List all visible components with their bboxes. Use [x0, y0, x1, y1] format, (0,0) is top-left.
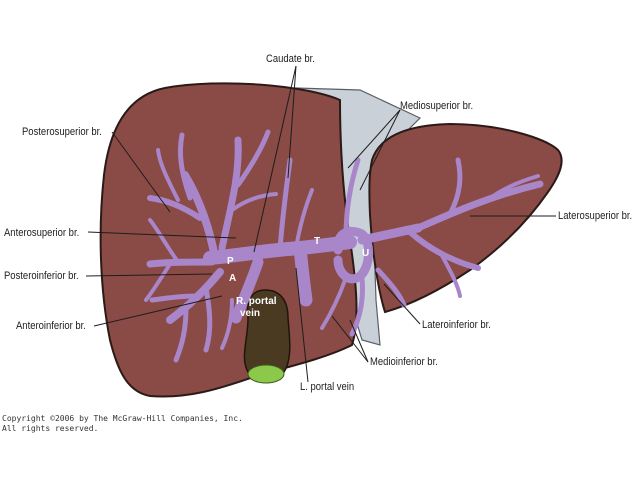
label-mediosuperior-branch: Mediosuperior br.: [400, 100, 474, 112]
label-medioinferior-branch: Medioinferior br.: [370, 356, 438, 368]
portal-vein-tree: [144, 129, 544, 363]
segment-letter-p: P: [227, 256, 234, 267]
label-posteroinferior-branch: Posteroinferior br.: [4, 270, 79, 282]
label-lateroinferior-branch: Lateroinferior br.: [422, 319, 491, 331]
copyright-notice: Copyright ©2006 by The McGraw-Hill Compa…: [2, 414, 243, 434]
segment-letter-u: U: [362, 248, 370, 259]
label-right-portal-vein-line1: R. portal: [236, 296, 277, 307]
label-left-portal-vein: L. portal vein: [300, 381, 355, 393]
gallbladder: [243, 289, 291, 382]
label-caudate-branch: Caudate br.: [265, 53, 315, 65]
label-right-portal-vein-line2: vein: [240, 308, 261, 319]
copyright-line-1: Copyright ©2006 by The McGraw-Hill Compa…: [2, 414, 243, 423]
label-anterosuperior-branch: Anterosuperior br.: [4, 227, 80, 239]
leader-lines: [85, 65, 556, 383]
label-laterosuperior-branch: Laterosuperior br.: [558, 210, 633, 222]
segment-letter-t: T: [314, 236, 321, 247]
label-posterosuperior-branch: Posterosuperior br.: [22, 126, 102, 138]
copyright-line-2: All rights reserved.: [2, 424, 99, 433]
segment-letter-a: A: [229, 273, 237, 284]
liver-left-lobe: [368, 122, 563, 314]
label-anteroinferior-branch: Anteroinferior br.: [16, 320, 86, 332]
gallbladder-fundus: [247, 364, 285, 384]
